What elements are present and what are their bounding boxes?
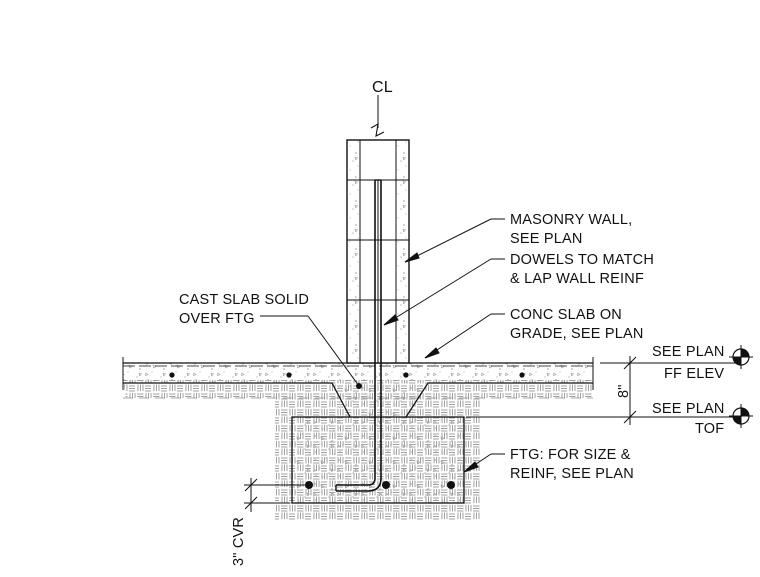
elevation-lines — [466, 356, 745, 425]
note-masonry-wall-line1: MASONRY WALL, — [510, 212, 632, 228]
centerline: CL — [370, 79, 393, 137]
note-masonry-wall-line2: SEE PLAN — [510, 231, 583, 247]
elevation-marker-tof — [729, 404, 753, 428]
centerline-label: CL — [372, 79, 393, 96]
note-conc-slab-line2: GRADE, SEE PLAN — [510, 326, 644, 342]
note-cast-slab-line2: OVER FTG — [179, 311, 255, 327]
note-cast-slab-line1: CAST SLAB SOLID — [179, 292, 309, 308]
elev-ff-top-label: SEE PLAN — [652, 344, 725, 360]
dim-cover: 3" CVR — [231, 517, 247, 566]
note-footing-line2: REINF, SEE PLAN — [510, 466, 634, 482]
dim-slab-thickness: 8" — [616, 384, 632, 398]
elev-tof-bottom-label: TOF — [695, 421, 724, 437]
elevation-marker-ff — [729, 345, 753, 369]
cover-dimension — [244, 478, 305, 512]
elev-ff-bottom-label: FF ELEV — [664, 366, 724, 382]
dowel-bars — [335, 179, 382, 492]
footing — [291, 416, 465, 504]
note-footing-line1: FTG: FOR SIZE & — [510, 447, 631, 463]
note-dowels-line1: DOWELS TO MATCH — [510, 252, 654, 268]
note-conc-slab-line1: CONC SLAB ON — [510, 307, 622, 323]
note-dowels-line2: & LAP WALL REINF — [510, 271, 644, 287]
elev-tof-top-label: SEE PLAN — [652, 401, 725, 417]
slab-reinforcement — [169, 372, 525, 378]
leaders — [260, 218, 505, 473]
masonry-wall — [346, 139, 410, 364]
